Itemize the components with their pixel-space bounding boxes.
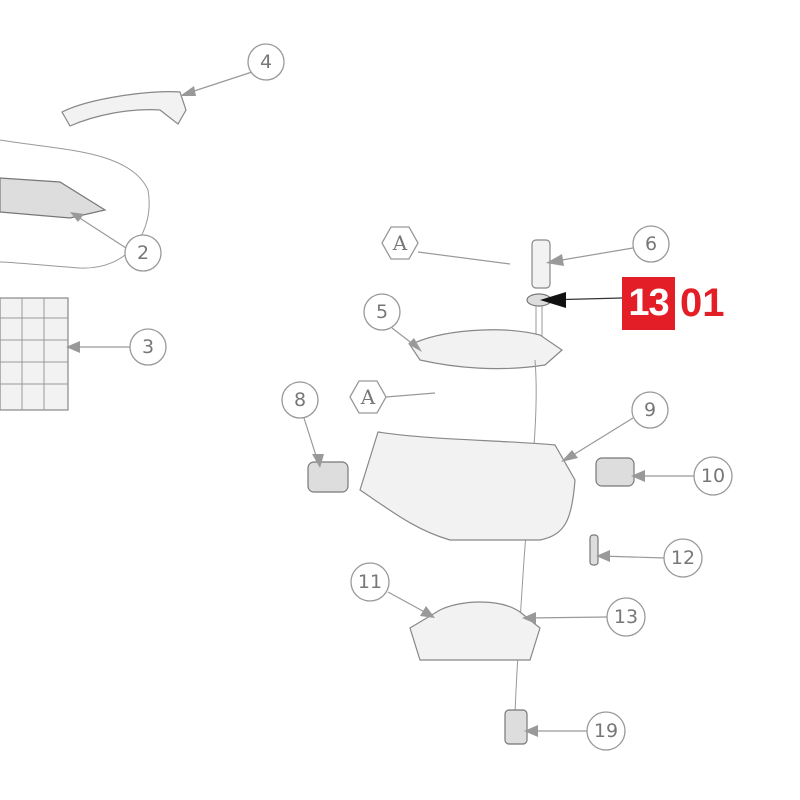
part-5-top-cover	[409, 329, 563, 370]
hex-callout-a-top: A	[381, 226, 419, 260]
svg-text:6: 6	[645, 233, 657, 255]
housing-outline	[0, 139, 150, 269]
svg-text:A: A	[392, 231, 408, 255]
svg-text:2: 2	[137, 242, 149, 264]
cable	[514, 359, 537, 716]
highlight-part-suffix: 01	[680, 281, 725, 325]
callout-19: 19	[586, 711, 626, 751]
callout-4: 4	[247, 43, 285, 81]
part-10-clip	[595, 457, 635, 487]
callout-6: 6	[632, 225, 670, 263]
svg-text:10: 10	[701, 465, 725, 487]
highlight-part-number-badge: 13	[622, 277, 675, 330]
part-4-handle	[61, 91, 187, 127]
callout-12: 12	[663, 538, 703, 578]
callout-10: 10	[693, 456, 733, 496]
part-2-top-grille	[0, 177, 107, 219]
svg-text:11: 11	[358, 571, 382, 593]
svg-text:13: 13	[614, 606, 638, 628]
part-8-clip	[307, 461, 349, 493]
svg-text:9: 9	[644, 399, 656, 421]
callout-5: 5	[363, 293, 401, 331]
leader-lines	[66, 71, 694, 737]
part-12-pin	[589, 534, 599, 566]
callout-11: 11	[350, 562, 390, 602]
callout-3: 3	[129, 328, 167, 366]
svg-text:5: 5	[376, 301, 388, 323]
part-19-connector	[504, 709, 528, 745]
callout-9: 9	[631, 391, 669, 429]
callout-8: 8	[281, 381, 319, 419]
callout-2: 2	[124, 234, 162, 272]
svg-text:8: 8	[294, 389, 306, 411]
part-9-body	[359, 431, 576, 541]
svg-text:12: 12	[671, 547, 695, 569]
svg-text:A: A	[360, 385, 376, 409]
svg-text:3: 3	[142, 336, 154, 358]
hex-callout-a-middle: A	[349, 380, 387, 414]
svg-text:4: 4	[260, 51, 272, 73]
part-6-swivel	[526, 239, 552, 340]
part-11-impeller-base	[409, 601, 541, 661]
svg-text:19: 19	[594, 720, 618, 742]
part-3-filter-basket	[0, 297, 69, 411]
callout-13: 13	[606, 597, 646, 637]
